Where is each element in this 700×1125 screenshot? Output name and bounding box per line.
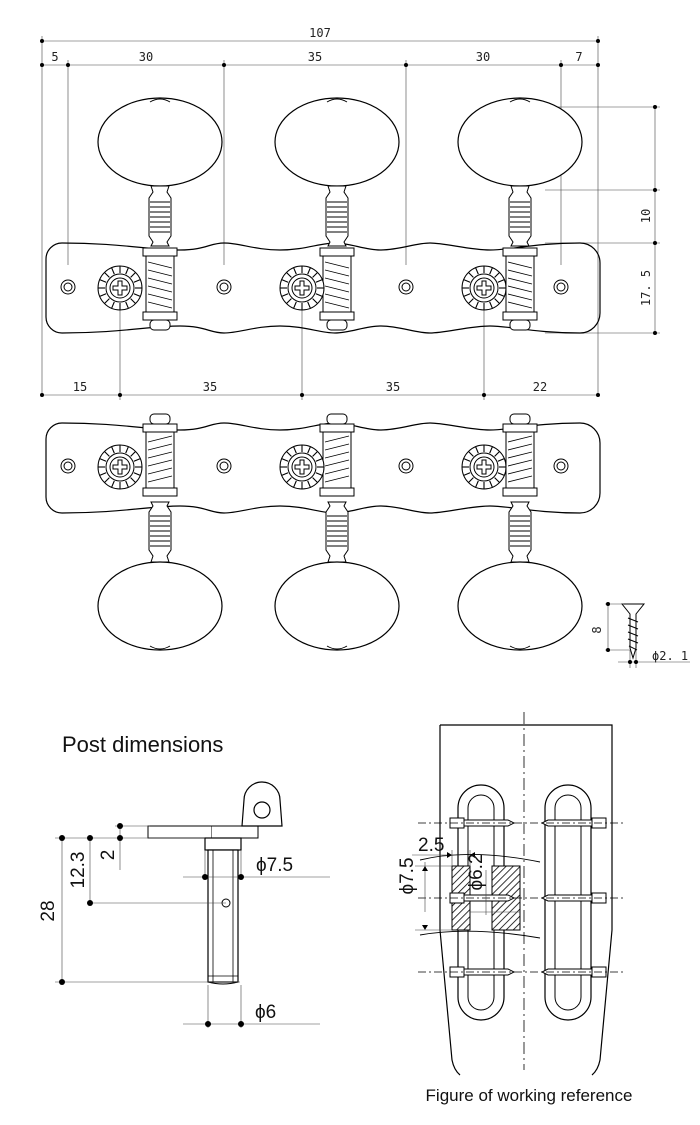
tuner-1-bottom (97, 413, 223, 651)
bottom-view (45, 413, 601, 651)
tuner-3-top (457, 97, 583, 331)
gear-icon (461, 444, 507, 490)
tuner-3-bottom (457, 413, 583, 651)
mount-hole-icon (553, 279, 569, 295)
post-total-height: 28 (38, 900, 59, 921)
tuner-button (97, 97, 223, 187)
dim-top-5: 7 (575, 50, 582, 64)
mount-hole-icon (553, 458, 569, 474)
tuner-plate-top (45, 242, 601, 334)
screw-length: 8 (590, 626, 604, 633)
tuner-plate-bottom (45, 422, 601, 514)
dim-bottom-3: 35 (386, 380, 400, 394)
gear-icon (279, 444, 325, 490)
post-mid-height: 12.3 (68, 852, 89, 889)
post-top-diameter: ϕ7.5 (256, 855, 293, 876)
dim-top-2: 30 (139, 50, 153, 64)
tuner-button (274, 561, 400, 651)
dim-top-4: 30 (476, 50, 490, 64)
tuner-button (274, 97, 400, 187)
mount-hole-icon (60, 458, 76, 474)
post-drawing (147, 781, 283, 985)
post-dimension-lines (55, 823, 330, 1028)
working-inner-diameter: ϕ6.2 (466, 853, 487, 890)
mount-hole-icon (398, 279, 414, 295)
tuner-button (457, 97, 583, 187)
mount-hole-icon (398, 458, 414, 474)
dim-bottom-4: 22 (533, 380, 547, 394)
dim-top-1: 5 (51, 50, 58, 64)
screw-detail (605, 602, 690, 668)
post-bottom-diameter: ϕ6 (255, 1002, 276, 1023)
post-dimensions-title: Post dimensions (62, 732, 223, 757)
working-edge-dimension: 2.5 (418, 835, 444, 856)
tuner-2-bottom (274, 413, 400, 651)
tuner-2-top (274, 97, 400, 331)
gear-icon (97, 265, 143, 311)
tuner-1-top (97, 97, 223, 331)
mount-hole-icon (216, 458, 232, 474)
working-reference-caption: Figure of working reference (426, 1086, 633, 1105)
top-view: 107 5 30 35 30 7 10 17. 5 15 35 (40, 26, 660, 400)
gear-icon (461, 265, 507, 311)
dim-right-17-5: 17. 5 (639, 270, 653, 306)
mount-hole-icon (216, 279, 232, 295)
gear-icon (279, 265, 325, 311)
working-reference-drawing (412, 712, 625, 1076)
screw-diameter: ϕ2. 1 (652, 649, 688, 663)
tuner-button (457, 561, 583, 651)
working-outer-diameter: ϕ7.5 (397, 857, 418, 894)
dim-bottom-2: 35 (203, 380, 217, 394)
screw-icon (620, 603, 646, 660)
gear-icon (97, 444, 143, 490)
dim-bottom-1: 15 (73, 380, 87, 394)
dim-overall-width: 107 (309, 26, 331, 40)
dim-top-3: 35 (308, 50, 322, 64)
tuner-button (97, 561, 223, 651)
top-dimension-lines (40, 36, 600, 395)
bottom-dimension-lines (40, 290, 600, 400)
dim-right-10: 10 (639, 209, 653, 223)
post-small-height: 2 (98, 850, 119, 861)
mount-hole-icon (60, 279, 76, 295)
